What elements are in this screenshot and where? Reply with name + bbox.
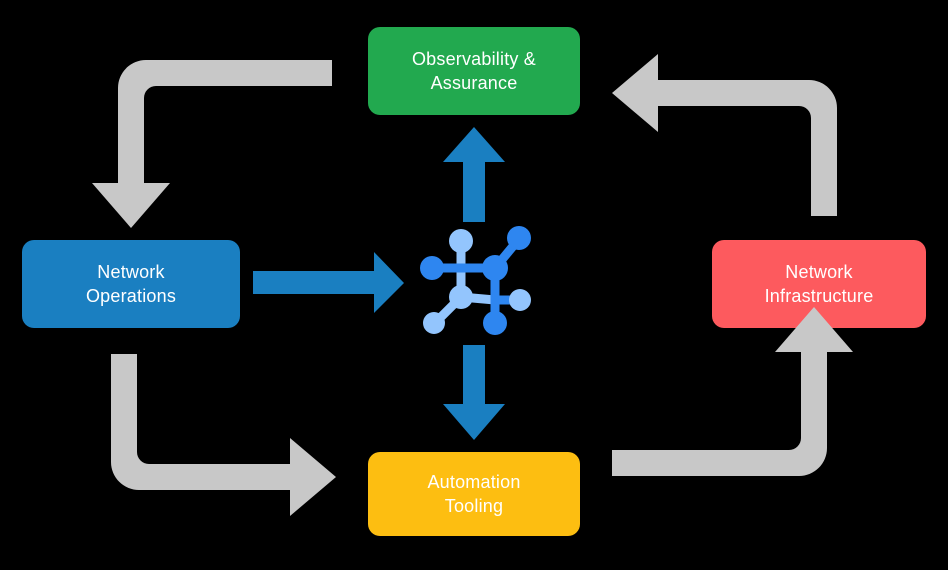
- node-box-automation-tooling[interactable]: Automation Tooling: [368, 452, 580, 536]
- network-icon-links-secondary: [431, 238, 500, 327]
- node-label-observability: Observability & Assurance: [411, 48, 537, 93]
- gray-arrow-infrastructure-to-observability: [612, 54, 837, 216]
- node-label-network-infrastructure: Network Infrastructure: [764, 261, 874, 306]
- network-icon-nodes-secondary: [423, 229, 531, 334]
- node-box-observability[interactable]: Observability & Assurance: [368, 27, 580, 115]
- gray-arrow-automation-to-infrastructure: [612, 307, 853, 476]
- node-label-network-operations: Network Operations: [85, 261, 177, 306]
- gray-arrow-observability-to-operations: [92, 60, 332, 228]
- blue-arrow-operations-to-center: [253, 252, 404, 313]
- blue-arrow-center-to-observability: [443, 127, 505, 222]
- gray-arrow-operations-to-automation: [111, 354, 336, 516]
- node-box-network-operations[interactable]: Network Operations: [22, 240, 240, 328]
- network-icon-nodes-primary: [420, 226, 531, 335]
- blue-arrow-center-to-automation: [443, 345, 505, 440]
- node-label-automation-tooling: Automation Tooling: [427, 471, 521, 516]
